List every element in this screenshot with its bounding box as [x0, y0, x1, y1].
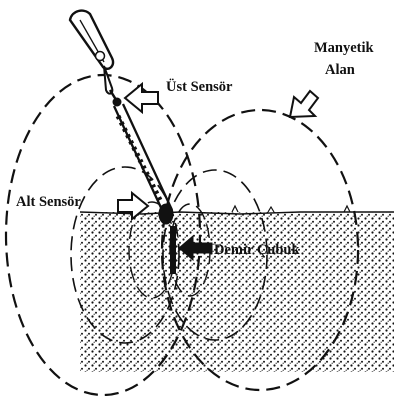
- lower-sensor-label: Alt Sensör: [16, 194, 81, 210]
- ground-soil: [80, 206, 394, 372]
- upper-sensor-hollow-arrow-icon: [125, 84, 158, 112]
- iron-rod-label: Demir Çubuk: [214, 242, 300, 258]
- upper-sensor-label: Üst Sensör: [166, 79, 232, 95]
- magnetic-locator-icon: [70, 11, 173, 224]
- magnetic-field-hollow-arrow-icon: [290, 91, 318, 117]
- magnetic-field-label-line1: Manyetik: [314, 40, 374, 56]
- iron-rod: [170, 226, 176, 274]
- magnetic-field-label-line2: Alan: [325, 62, 355, 78]
